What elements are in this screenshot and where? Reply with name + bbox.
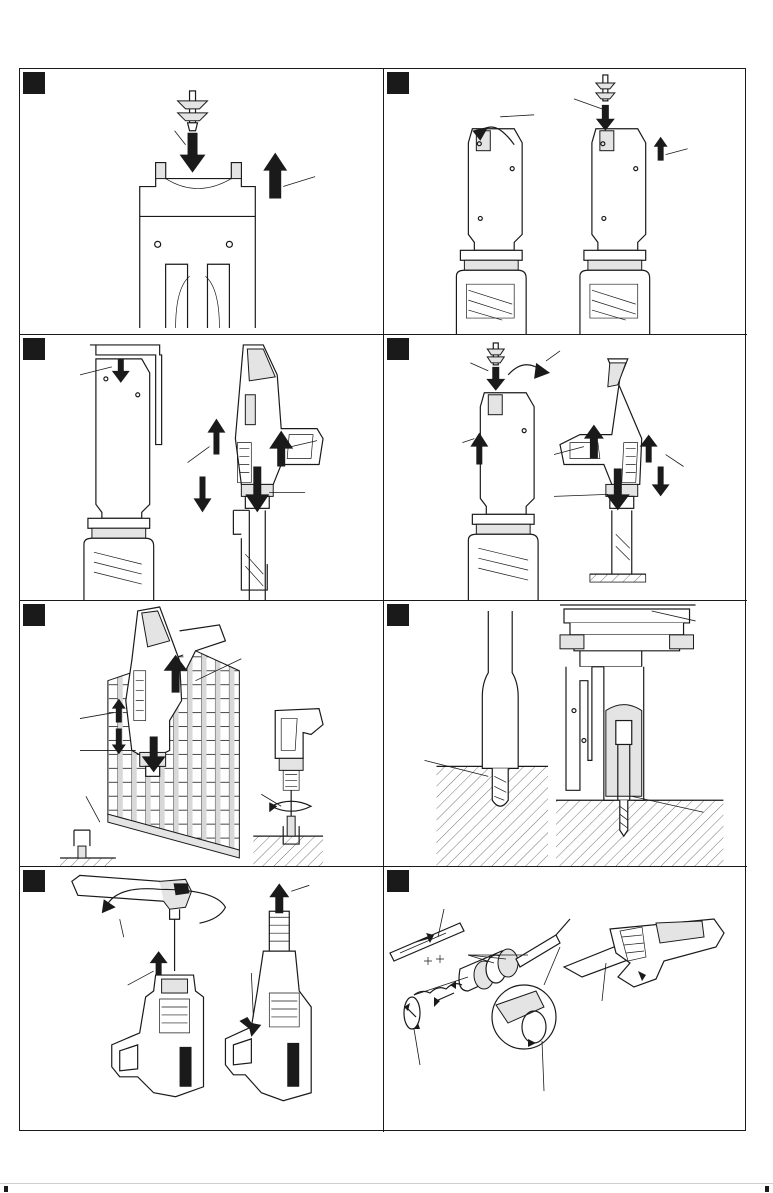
arrow-icon — [654, 137, 668, 161]
maintenance-illustration — [384, 867, 747, 1132]
footer-marker — [4, 1186, 8, 1192]
arrow-icon — [269, 883, 289, 913]
arrow-icon — [486, 367, 505, 391]
wall-application-illustration — [20, 601, 383, 866]
arrow-icon — [640, 435, 658, 463]
magazine-remove-illustration — [384, 335, 747, 600]
drill-tool-icon — [253, 709, 323, 866]
drill-tool-icon — [112, 975, 204, 1097]
step-panel-3 — [20, 335, 384, 601]
step-panel-1 — [20, 69, 384, 335]
screw-anchor-icon — [596, 75, 615, 101]
arrow-icon — [263, 153, 287, 199]
rotation-icon — [534, 363, 550, 379]
arrow-icon — [596, 105, 615, 131]
step-panel-7 — [20, 867, 384, 1132]
step-panel-4 — [384, 335, 747, 601]
magazine-unit — [468, 393, 538, 600]
drill-depth-illustration — [384, 601, 747, 866]
step-panel-8 — [384, 867, 747, 1132]
arrow-icon — [652, 467, 670, 497]
drill-tool-icon — [560, 359, 646, 582]
extension-rod — [390, 909, 464, 965]
magazine-attach-illustration — [20, 335, 383, 600]
arrow-icon — [194, 476, 212, 512]
footer-marker — [765, 1186, 769, 1192]
right-tool — [574, 75, 688, 334]
left-tool — [456, 115, 534, 334]
arrow-icon — [434, 997, 440, 1007]
arrow-icon — [207, 419, 225, 455]
step-panel-2 — [384, 69, 747, 335]
magazine-side-illustration — [384, 69, 747, 334]
rotation-icon — [414, 1023, 420, 1029]
extension-attach-illustration — [20, 867, 383, 1132]
instruction-sheet — [19, 68, 746, 1131]
drill-tool-icon — [564, 919, 724, 1001]
step-panel-6 — [384, 601, 747, 867]
drill-tool-icon — [233, 345, 323, 600]
screw-anchor-icon — [487, 343, 504, 365]
drill-tool-icon — [225, 911, 311, 1100]
step-panel-5 — [20, 601, 384, 867]
magazine-unit — [80, 345, 162, 600]
magazine-front-illustration — [20, 69, 383, 334]
screw-anchor-icon — [178, 91, 208, 131]
arrow-icon — [180, 133, 206, 173]
